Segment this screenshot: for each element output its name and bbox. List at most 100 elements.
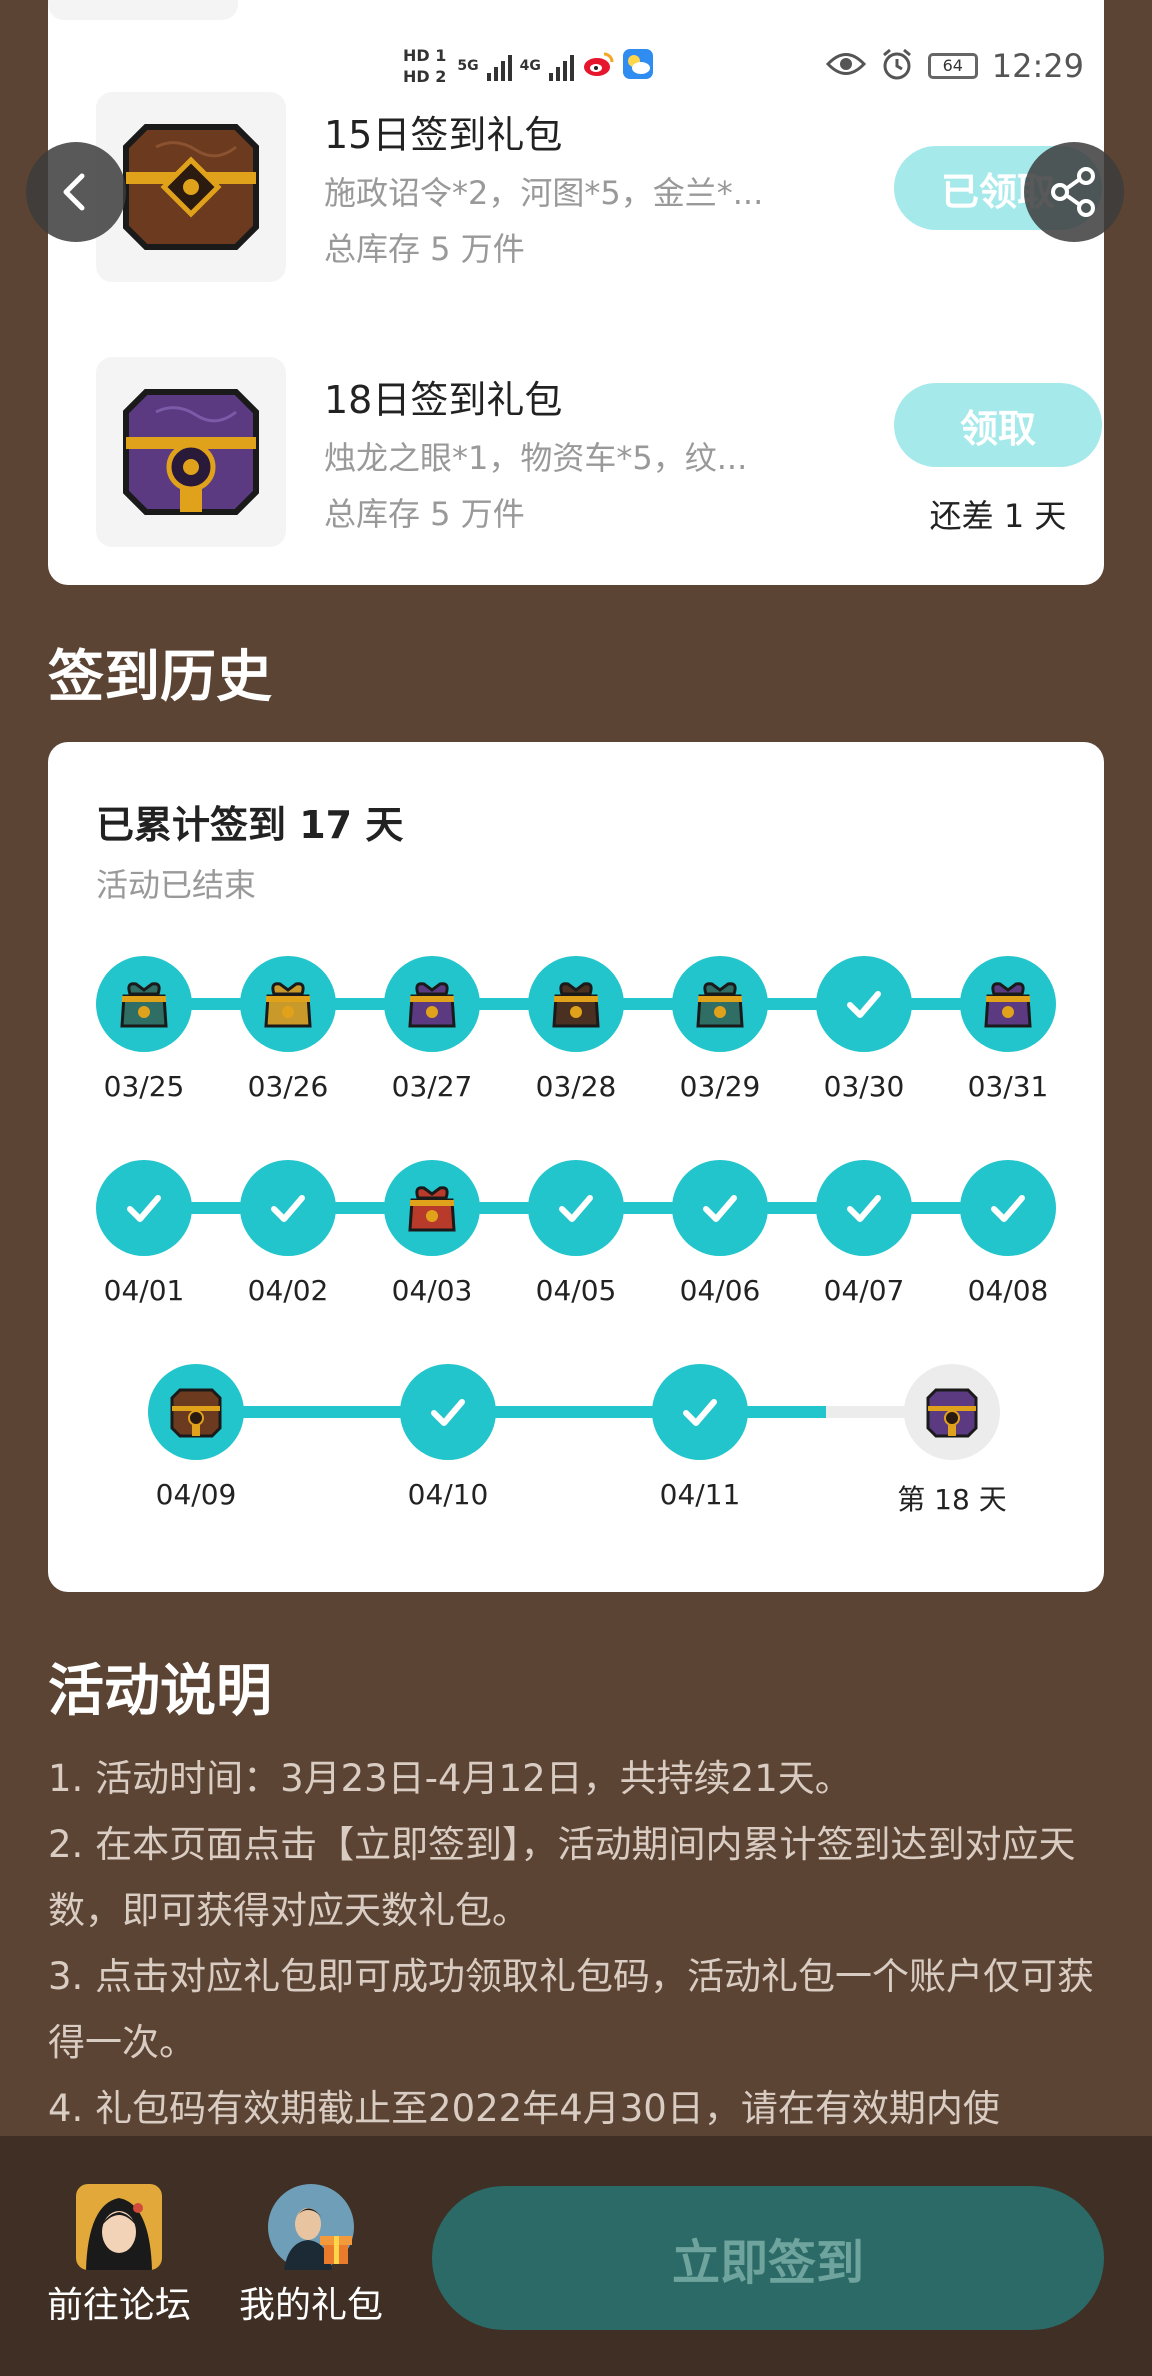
- chest-icon: [926, 1388, 978, 1438]
- day-label: 04/01: [103, 1274, 185, 1307]
- reward-day-node[interactable]: [904, 1364, 1000, 1460]
- gift-bag-icon: [552, 982, 600, 1028]
- day-label: 03/26: [247, 1070, 329, 1103]
- gift-bag-icon: [120, 982, 168, 1028]
- share-button[interactable]: [1024, 142, 1124, 242]
- hd2-icon: HD 2: [400, 67, 450, 86]
- weibo-icon: [582, 48, 614, 84]
- rule-item: 4. 礼包码有效期截止至2022年4月30日，请在有效期内使: [48, 2087, 1000, 2130]
- day-label: 03/28: [535, 1070, 617, 1103]
- reward-day-node[interactable]: [240, 956, 336, 1052]
- checkin-button[interactable]: 立即签到: [432, 2186, 1104, 2330]
- gift-row-18[interactable]: 18日签到礼包 烛龙之眼*1，物资车*5，纹... 总库存 5 万件 领取 还差…: [48, 355, 1104, 555]
- check-icon: [847, 1195, 881, 1222]
- check-icon: [683, 1399, 717, 1426]
- back-button[interactable]: [26, 142, 126, 242]
- day-label: 03/31: [967, 1070, 1049, 1103]
- gift-bag-icon: [264, 982, 312, 1028]
- check-icon: [127, 1195, 161, 1222]
- gift-bag-icon: [984, 982, 1032, 1028]
- status-time: 12:29: [991, 47, 1084, 85]
- forum-link[interactable]: 前往论坛: [44, 2184, 194, 2328]
- my-gifts-avatar-icon: [268, 2184, 354, 2270]
- reward-day-node[interactable]: [96, 956, 192, 1052]
- status-bar: HD 1 HD 2 5G 4G 64 12:29: [0, 36, 1152, 96]
- gift-title: 18日签到礼包: [324, 378, 563, 422]
- day-label: 04/06: [679, 1274, 761, 1307]
- rule-item: 3. 点击对应礼包即可成功领取礼包码，活动礼包一个账户仅可获得一次。: [48, 1955, 1095, 2064]
- checked-day-node[interactable]: [652, 1364, 748, 1460]
- rules-text: 1. 活动时间：3月23日-4月12日，共持续21天。 2. 在本页面点击【立即…: [48, 1746, 1104, 2142]
- eye-icon: [825, 51, 866, 81]
- gift-bag-icon: [696, 982, 744, 1028]
- checked-day-node[interactable]: [816, 1160, 912, 1256]
- progress-track: [196, 1406, 448, 1418]
- day-label: 第 18 天: [897, 1483, 1007, 1516]
- reward-day-node[interactable]: [672, 956, 768, 1052]
- check-icon: [847, 991, 881, 1018]
- day-label: 03/27: [391, 1070, 473, 1103]
- gift-thumb: [96, 357, 286, 547]
- 5g-label: 5G: [457, 58, 479, 74]
- chest-icon: [123, 389, 259, 515]
- gift-stock: 总库存 5 万件: [324, 230, 525, 268]
- alarm-icon: [880, 47, 914, 85]
- share-icon: [1051, 167, 1095, 217]
- rule-item: 1. 活动时间：3月23日-4月12日，共持续21天。: [48, 1757, 852, 1800]
- chest-icon: [170, 1388, 222, 1438]
- days-remaining: 还差 1 天: [929, 497, 1067, 535]
- day-label: 03/29: [679, 1070, 761, 1103]
- checked-day-node[interactable]: [528, 1160, 624, 1256]
- gift-bag-icon: [408, 982, 456, 1028]
- checked-day-node[interactable]: [240, 1160, 336, 1256]
- 5g-signal-icon: [486, 51, 512, 81]
- total-days: 已累计签到 17 天: [96, 803, 404, 847]
- day-label: 03/30: [823, 1070, 905, 1103]
- day-label: 04/02: [247, 1274, 329, 1307]
- checked-day-node[interactable]: [400, 1364, 496, 1460]
- claim-button[interactable]: 领取: [894, 383, 1102, 467]
- reward-day-node[interactable]: [384, 956, 480, 1052]
- day-label: 04/03: [391, 1274, 473, 1307]
- my-gifts-label: 我的礼包: [238, 2285, 383, 2326]
- my-gifts-link[interactable]: 我的礼包: [236, 2184, 386, 2328]
- day-label: 04/08: [967, 1274, 1049, 1307]
- chest-icon: [123, 124, 259, 250]
- status-right-icons: 64 12:29: [825, 36, 1084, 96]
- check-icon: [431, 1399, 465, 1426]
- day-label: 04/11: [659, 1478, 741, 1511]
- reward-day-node[interactable]: [960, 956, 1056, 1052]
- previous-gift-thumb: [48, 0, 238, 20]
- day-label: 04/10: [407, 1478, 489, 1511]
- day-label: 04/07: [823, 1274, 905, 1307]
- check-icon: [991, 1195, 1025, 1222]
- reward-day-node[interactable]: [528, 956, 624, 1052]
- day-label: 04/05: [535, 1274, 617, 1307]
- day-label: 04/09: [155, 1478, 237, 1511]
- checked-day-node[interactable]: [816, 956, 912, 1052]
- rule-item: 2. 在本页面点击【立即签到】，活动期间内累计签到达到对应天数，即可获得对应天数…: [48, 1823, 1076, 1932]
- gift-thumb: [96, 92, 286, 282]
- check-icon: [559, 1195, 593, 1222]
- reward-day-node[interactable]: [148, 1364, 244, 1460]
- checked-day-node[interactable]: [960, 1160, 1056, 1256]
- reward-day-node[interactable]: [384, 1160, 480, 1256]
- weather-icon: [622, 48, 654, 84]
- hd1-icon: HD 1: [400, 46, 450, 65]
- checked-day-node[interactable]: [96, 1160, 192, 1256]
- 4g-signal-icon: [548, 51, 574, 81]
- battery-icon: 64: [927, 53, 978, 79]
- 4g-label: 4G: [519, 58, 541, 74]
- gift-desc: 施政诏令*2，河图*5，金兰*...: [324, 174, 764, 212]
- check-icon: [703, 1195, 737, 1222]
- chevron-left-icon: [63, 173, 85, 211]
- gift-title: 15日签到礼包: [324, 113, 563, 157]
- progress-track: [448, 1406, 700, 1418]
- gift-row-15[interactable]: 15日签到礼包 施政诏令*2，河图*5，金兰*... 总库存 5 万件 已领取: [48, 90, 1104, 290]
- gift-bag-icon: [408, 1186, 456, 1232]
- status-left-icons: HD 1 HD 2 5G 4G: [400, 36, 654, 96]
- rules-title: 活动说明: [48, 1659, 272, 1724]
- checked-day-node[interactable]: [672, 1160, 768, 1256]
- gift-desc: 烛龙之眼*1，物资车*5，纹...: [324, 439, 748, 477]
